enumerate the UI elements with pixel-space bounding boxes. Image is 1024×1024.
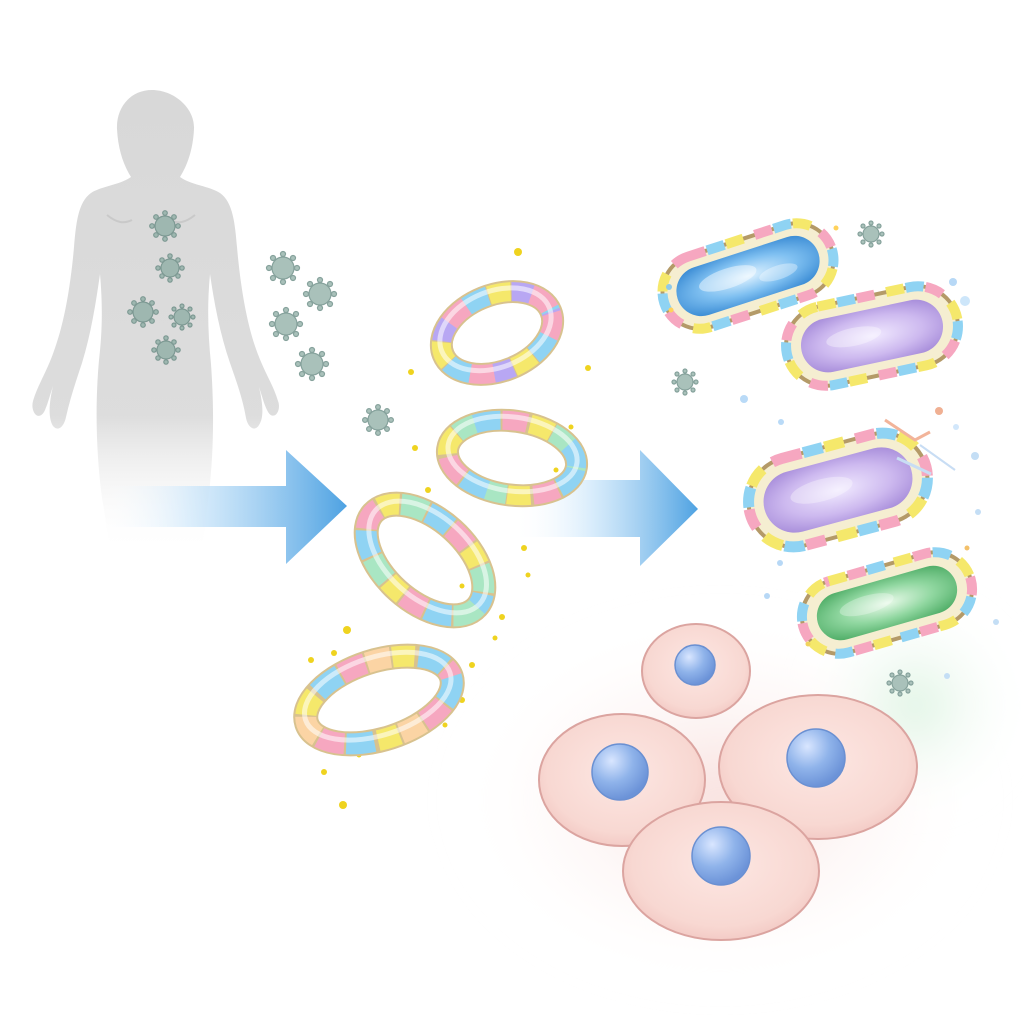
peptide-ring-icon: [429, 280, 565, 386]
peptide-ring-icon: [353, 491, 497, 629]
bacterium-icon: [657, 218, 839, 334]
human-silhouette-icon: [32, 90, 279, 555]
bacterial-debris: [666, 225, 999, 679]
peptide-ring-icon: [293, 643, 465, 757]
virus-icon: [127, 296, 159, 328]
cell-icon: [622, 801, 820, 941]
virus-icon: [857, 220, 885, 248]
arrow-right-icon: [513, 450, 698, 566]
virus-icon: [302, 276, 338, 312]
virus-icon: [151, 335, 181, 365]
cell-nucleus: [786, 728, 846, 788]
cell-nucleus: [591, 743, 649, 801]
arrow-right-icon: [102, 450, 347, 564]
virus-icon: [265, 250, 301, 286]
virus-icon: [168, 303, 196, 331]
virus-icon: [671, 368, 699, 396]
virus-icon: [149, 210, 181, 242]
process-arrow-1: [102, 450, 347, 564]
host-cells: [538, 623, 918, 941]
virus-icon: [886, 669, 914, 697]
bacterium-icon: [796, 547, 978, 659]
virus-icon: [268, 306, 304, 342]
cell-nucleus: [674, 644, 716, 686]
bacterium-icon: [781, 281, 963, 391]
external-microbes: [265, 220, 914, 697]
virus-icon: [155, 253, 185, 283]
bacterium-icon: [743, 427, 933, 553]
cell-icon: [538, 713, 706, 847]
cell-icon: [718, 694, 918, 840]
process-arrow-2: [513, 450, 698, 566]
peptide-ring-icon: [435, 408, 589, 508]
virus-icon: [362, 404, 395, 437]
cell-icon: [641, 623, 751, 719]
cell-nucleus: [691, 826, 751, 886]
virus-icon: [294, 346, 330, 382]
internal-microbes: [127, 210, 196, 365]
